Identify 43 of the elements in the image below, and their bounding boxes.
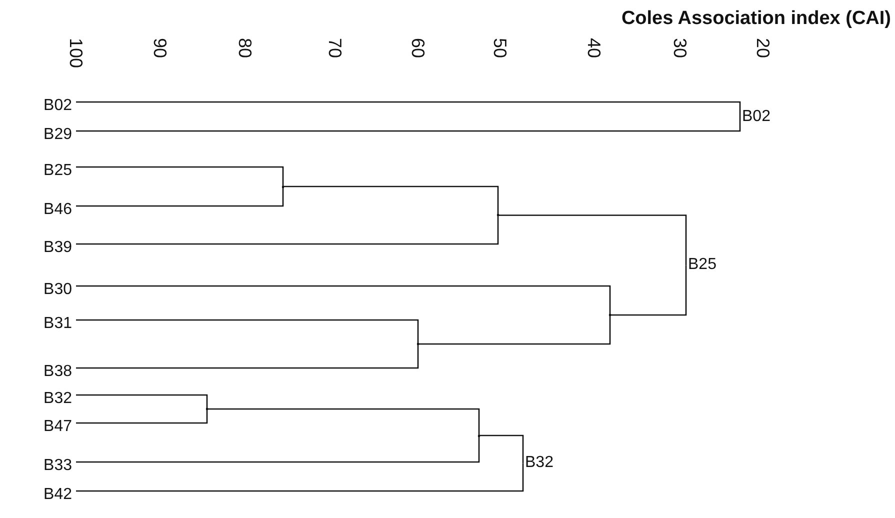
leaf-label: B25	[14, 162, 72, 180]
leaf-label: B32	[14, 390, 72, 408]
leaf-label: B02	[14, 97, 72, 115]
dendrogram-branch	[76, 186, 284, 207]
axis-tick-label: 80	[236, 38, 254, 58]
axis-tick-label: 100	[67, 38, 85, 68]
dendrogram-branch	[610, 265, 687, 316]
cluster-label: B02	[742, 108, 770, 126]
dendrogram-branch	[76, 394, 208, 409]
dendrogram-branch	[207, 408, 480, 436]
dendrogram-branch	[76, 409, 208, 424]
leaf-label: B39	[14, 239, 72, 257]
dendrogram-branch	[76, 285, 611, 315]
leaf-label: B47	[14, 418, 72, 436]
leaf-label: B31	[14, 315, 72, 333]
dendrogram-branch	[76, 319, 419, 344]
axis-tick-label: 70	[326, 38, 344, 58]
dendrogram-branch	[76, 116, 741, 132]
leaf-label: B46	[14, 201, 72, 219]
dendrogram-branch	[76, 463, 524, 492]
dendrogram-branch	[76, 215, 499, 245]
cluster-label: B25	[688, 256, 716, 274]
dendrogram-branch	[479, 434, 524, 464]
dendrogram-branch	[76, 101, 741, 116]
axis-tick-label: 60	[409, 38, 427, 58]
dendrogram-branch	[498, 214, 687, 266]
leaf-label: B38	[14, 363, 72, 381]
leaf-label: B42	[14, 486, 72, 504]
dendrogram-branch	[76, 166, 284, 186]
axis-tick-label: 90	[151, 38, 169, 58]
axis-tick-label: 20	[754, 38, 772, 58]
dendrogram-branch	[76, 436, 480, 463]
dendrogram-branch	[418, 315, 611, 345]
leaf-label: B33	[14, 457, 72, 475]
axis-tick-label: 50	[491, 38, 509, 58]
axis-tick-label: 30	[671, 38, 689, 58]
axis-title: Coles Association index (CAI)	[621, 8, 891, 30]
axis-tick-label: 40	[585, 38, 603, 58]
cluster-label: B32	[525, 454, 554, 472]
leaf-label: B30	[14, 281, 72, 299]
dendrogram-branch	[76, 344, 419, 369]
leaf-label: B29	[14, 126, 72, 144]
dendrogram-branch	[283, 186, 499, 216]
